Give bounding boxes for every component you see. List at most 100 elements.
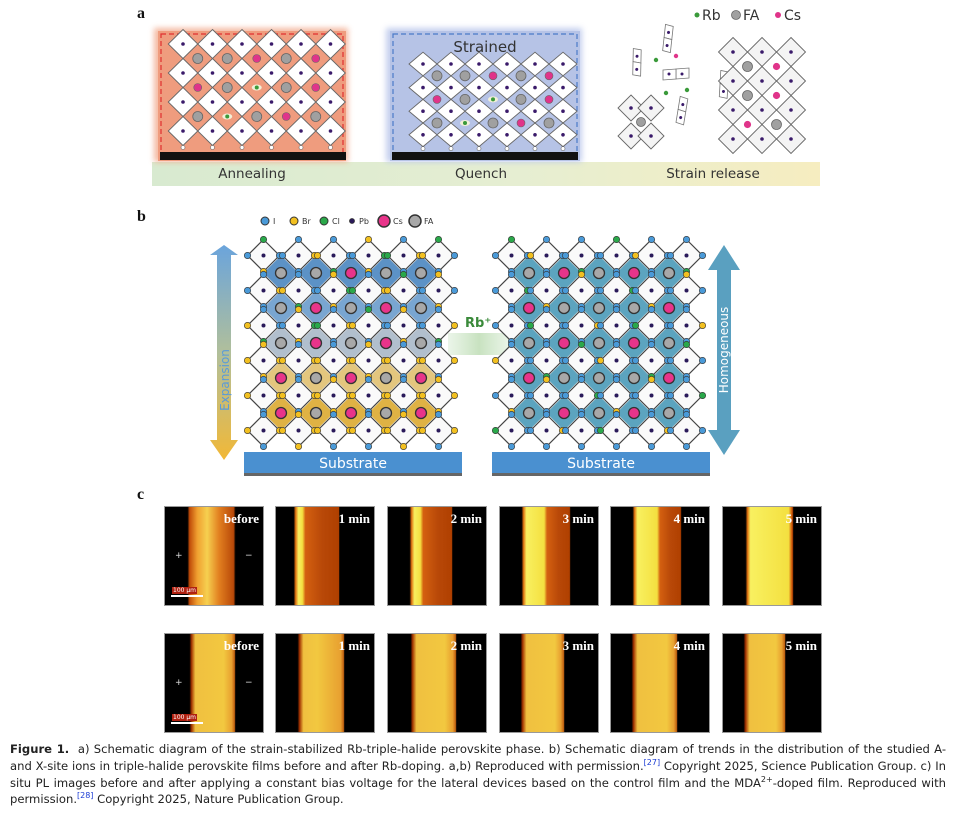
cs-cation — [274, 371, 288, 385]
distorted-octahedra — [632, 48, 642, 77]
legend-pb: Pb — [359, 217, 369, 226]
x-site-ion — [631, 357, 639, 365]
pb-atom — [240, 71, 244, 75]
caption-ref-27[interactable]: [27] — [643, 757, 661, 767]
x-site-ion — [279, 357, 287, 365]
x-site-ion — [612, 411, 620, 419]
pb-atom — [649, 323, 654, 328]
fa-cation — [636, 117, 646, 127]
x-site-ion — [279, 427, 287, 435]
pb-atom — [533, 85, 537, 90]
x-site-ion — [243, 427, 251, 435]
expansion-arrow: Expansion — [210, 245, 238, 460]
fa-cation — [459, 94, 471, 105]
pb-atom — [421, 133, 425, 137]
fa-cation — [251, 111, 263, 122]
x-site-ion — [435, 271, 443, 279]
pb-atom — [401, 323, 406, 328]
pb-atom — [240, 129, 244, 133]
x-site-ion — [647, 411, 655, 419]
fa-cation — [742, 61, 753, 72]
x-site-ion — [314, 392, 322, 400]
x-site-ion — [577, 443, 585, 451]
x-site-ion — [666, 251, 674, 259]
fa-cation — [414, 336, 428, 350]
cs-cation — [516, 118, 526, 128]
x-site-ion — [279, 392, 287, 400]
fa-cation — [771, 119, 782, 130]
legend-br: Br — [302, 217, 311, 226]
legend-cl-icon — [319, 216, 329, 226]
fa-cation — [522, 336, 536, 350]
x-site-ion — [561, 392, 569, 400]
pb-atom — [269, 42, 274, 46]
pb-atom — [328, 42, 333, 46]
pb-atom — [579, 288, 584, 293]
x-site-ion — [419, 357, 427, 365]
pb-atom — [331, 288, 336, 293]
cs-cation — [311, 83, 321, 92]
x-site-ion — [542, 271, 550, 279]
rb-ion — [684, 87, 690, 93]
fa-cation — [344, 301, 358, 315]
x-site-ion — [419, 392, 427, 400]
x-site-ion — [698, 392, 706, 400]
x-site-ion — [259, 443, 267, 451]
fa-cation — [627, 301, 641, 315]
pl-image-control-0: before+−100 μm — [164, 506, 264, 606]
x-site-ion — [561, 251, 569, 259]
pb-atom — [649, 288, 654, 293]
x-site-ion — [400, 306, 408, 314]
x-site-ion — [243, 322, 251, 330]
stage-annealing: Annealing — [218, 166, 286, 182]
x-site-ion — [666, 392, 674, 400]
x-site-ion — [259, 306, 267, 314]
x-site-ion — [596, 251, 604, 259]
fa-cation — [414, 301, 428, 315]
x-site-ion — [577, 341, 585, 349]
pl-time-label: 1 min — [338, 638, 370, 653]
x-site-ion — [596, 322, 604, 330]
rb-cation — [225, 114, 230, 119]
x-site-ion — [596, 287, 604, 295]
panel-a-diagram: Strained Rb FA Cs Annealing Quench Strai… — [152, 8, 820, 186]
legend-cs: Cs — [784, 8, 801, 24]
x-site-ion — [526, 251, 534, 259]
x-site-ion — [330, 271, 338, 279]
x-site-ion — [612, 376, 620, 384]
x-site-ion — [314, 427, 322, 435]
pb-atom — [477, 133, 481, 137]
cs-cation — [311, 54, 321, 63]
pb-atom — [331, 358, 336, 363]
x-site-ion — [279, 322, 287, 330]
pb-atom — [477, 109, 481, 113]
x-site-ion — [365, 376, 373, 384]
substrate-right — [492, 452, 710, 474]
x-site-ion — [507, 306, 515, 314]
pb-atom — [731, 108, 735, 112]
x-site-ion — [542, 411, 550, 419]
pb-atom — [579, 428, 584, 433]
fa-cation — [274, 301, 288, 315]
pb-atom — [240, 100, 244, 104]
pb-atom — [684, 358, 689, 363]
stage-bar — [152, 162, 820, 186]
caption-ref-28[interactable]: [28] — [77, 791, 94, 801]
x-site-ion — [542, 341, 550, 349]
panel-b-label: b — [137, 208, 146, 225]
x-site-ion — [631, 427, 639, 435]
cs-cation — [544, 95, 554, 104]
pb-atom — [505, 133, 509, 137]
x-site-ion — [526, 427, 534, 435]
x-site-ion — [365, 411, 373, 419]
pb-atom — [629, 134, 633, 138]
x-site-ion — [698, 251, 706, 259]
pb-atom — [421, 85, 425, 90]
pb-atom — [210, 129, 215, 133]
x-site-ion — [542, 376, 550, 384]
pb-atom — [269, 71, 274, 75]
fa-cation — [592, 371, 606, 385]
substrate-left — [244, 452, 462, 474]
pb-atom — [261, 323, 266, 328]
pl-time-label: before — [223, 511, 259, 526]
